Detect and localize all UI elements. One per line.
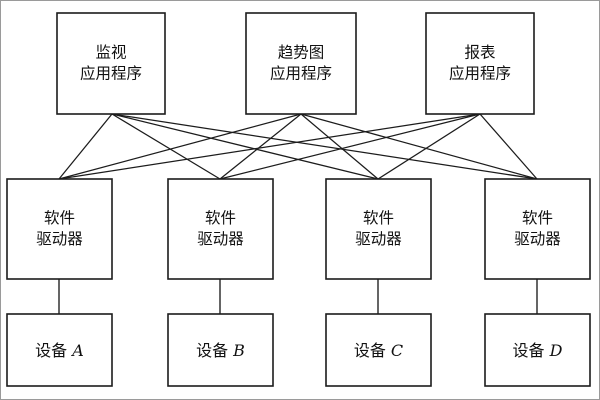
node-box-driver-c: [325, 178, 432, 280]
node-label-device-b: 设备 B: [196, 341, 245, 360]
link-app-monitor-to-driver-c: [111, 113, 379, 180]
node-box-driver-a: [6, 178, 113, 280]
node-label-line2-app-report: 应用程序: [449, 64, 511, 83]
node-box-device-d: [484, 313, 591, 387]
link-app-monitor-to-driver-b: [111, 113, 221, 180]
node-box-app-monitor: [56, 12, 166, 115]
node-label-line2-driver-a: 驱动器: [36, 230, 83, 248]
node-label-line1-driver-d: 软件: [522, 209, 553, 227]
node-label-device-a: 设备 A: [35, 341, 84, 360]
link-app-report-to-driver-d: [479, 113, 538, 180]
link-app-trend-to-driver-d: [300, 113, 538, 180]
link-app-report-to-driver-b: [219, 113, 481, 180]
link-app-report-to-driver-a: [58, 113, 481, 180]
node-box-device-a: [6, 313, 113, 387]
node-label-device-c: 设备 C: [354, 341, 403, 360]
link-app-trend-to-driver-b: [219, 113, 302, 180]
node-label-line1-driver-b: 软件: [205, 209, 236, 227]
link-app-monitor-to-driver-a: [58, 113, 113, 180]
node-box-driver-b: [167, 178, 274, 280]
node-label-line2-driver-d: 驱动器: [514, 230, 561, 248]
node-label-line2-app-trend: 应用程序: [270, 64, 332, 83]
node-box-device-b: [167, 313, 274, 387]
node-box-driver-d: [484, 178, 591, 280]
node-label-line1-app-trend: 趋势图: [278, 44, 325, 62]
node-device-a[interactable]: 设备 A: [6, 313, 113, 387]
node-box-device-c: [325, 313, 432, 387]
node-label-device-d: 设备 D: [513, 341, 563, 360]
link-app-trend-to-driver-c: [300, 113, 379, 180]
node-group: 监视应用程序趋势图应用程序报表应用程序软件驱动器软件驱动器软件驱动器软件驱动器设…: [6, 12, 591, 387]
node-label-line2-driver-b: 驱动器: [197, 230, 244, 248]
node-label-line1-driver-a: 软件: [44, 209, 75, 227]
application-driver-link-group: [58, 113, 538, 180]
node-label-line2-app-monitor: 应用程序: [80, 64, 142, 83]
link-app-monitor-to-driver-d: [111, 113, 538, 180]
node-box-app-trend: [245, 12, 357, 115]
node-device-c[interactable]: 设备 C: [325, 313, 432, 387]
link-app-trend-to-driver-a: [58, 113, 302, 180]
node-label-line1-driver-c: 软件: [363, 209, 394, 227]
node-device-d[interactable]: 设备 D: [484, 313, 591, 387]
node-label-line1-app-report: 报表: [464, 44, 495, 62]
node-label-line2-driver-c: 驱动器: [355, 230, 402, 248]
link-app-report-to-driver-c: [377, 113, 481, 180]
node-device-b[interactable]: 设备 B: [167, 313, 274, 387]
node-box-app-report: [425, 12, 535, 115]
node-label-line1-app-monitor: 监视: [95, 44, 126, 62]
driver-device-link-group: [58, 279, 538, 314]
